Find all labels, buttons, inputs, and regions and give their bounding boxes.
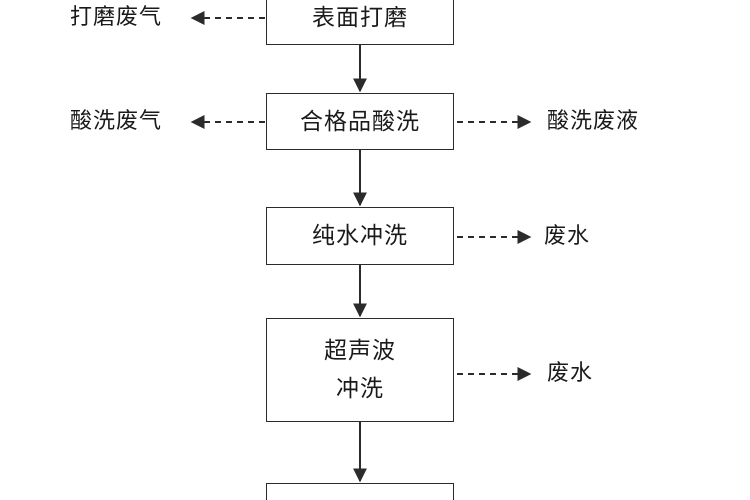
step-ultrasonic-rinse-label-line2: 冲洗 (336, 376, 384, 402)
step-surface-grinding: 表面打磨 (266, 0, 454, 45)
step-pure-water-rinse-label: 纯水冲洗 (312, 223, 408, 249)
output-ultrasonic-waste-water: 废水 (547, 361, 594, 386)
output-grinding-exhaust: 打磨废气 (70, 5, 163, 30)
step-ultrasonic-rinse-label-line1: 超声波 (324, 338, 396, 364)
step-ultrasonic-rinse: 超声波 冲洗 (266, 318, 454, 422)
step-acid-pickling: 合格品酸洗 (266, 93, 454, 150)
step-surface-grinding-label: 表面打磨 (312, 4, 408, 31)
output-pickling-exhaust: 酸洗废气 (70, 109, 163, 134)
output-rinse-waste-water: 废水 (544, 224, 591, 249)
step-next-partial (266, 483, 454, 500)
step-acid-pickling-label: 合格品酸洗 (300, 108, 420, 135)
output-pickling-waste-liquid: 酸洗废液 (547, 109, 640, 134)
step-pure-water-rinse: 纯水冲洗 (266, 207, 454, 265)
